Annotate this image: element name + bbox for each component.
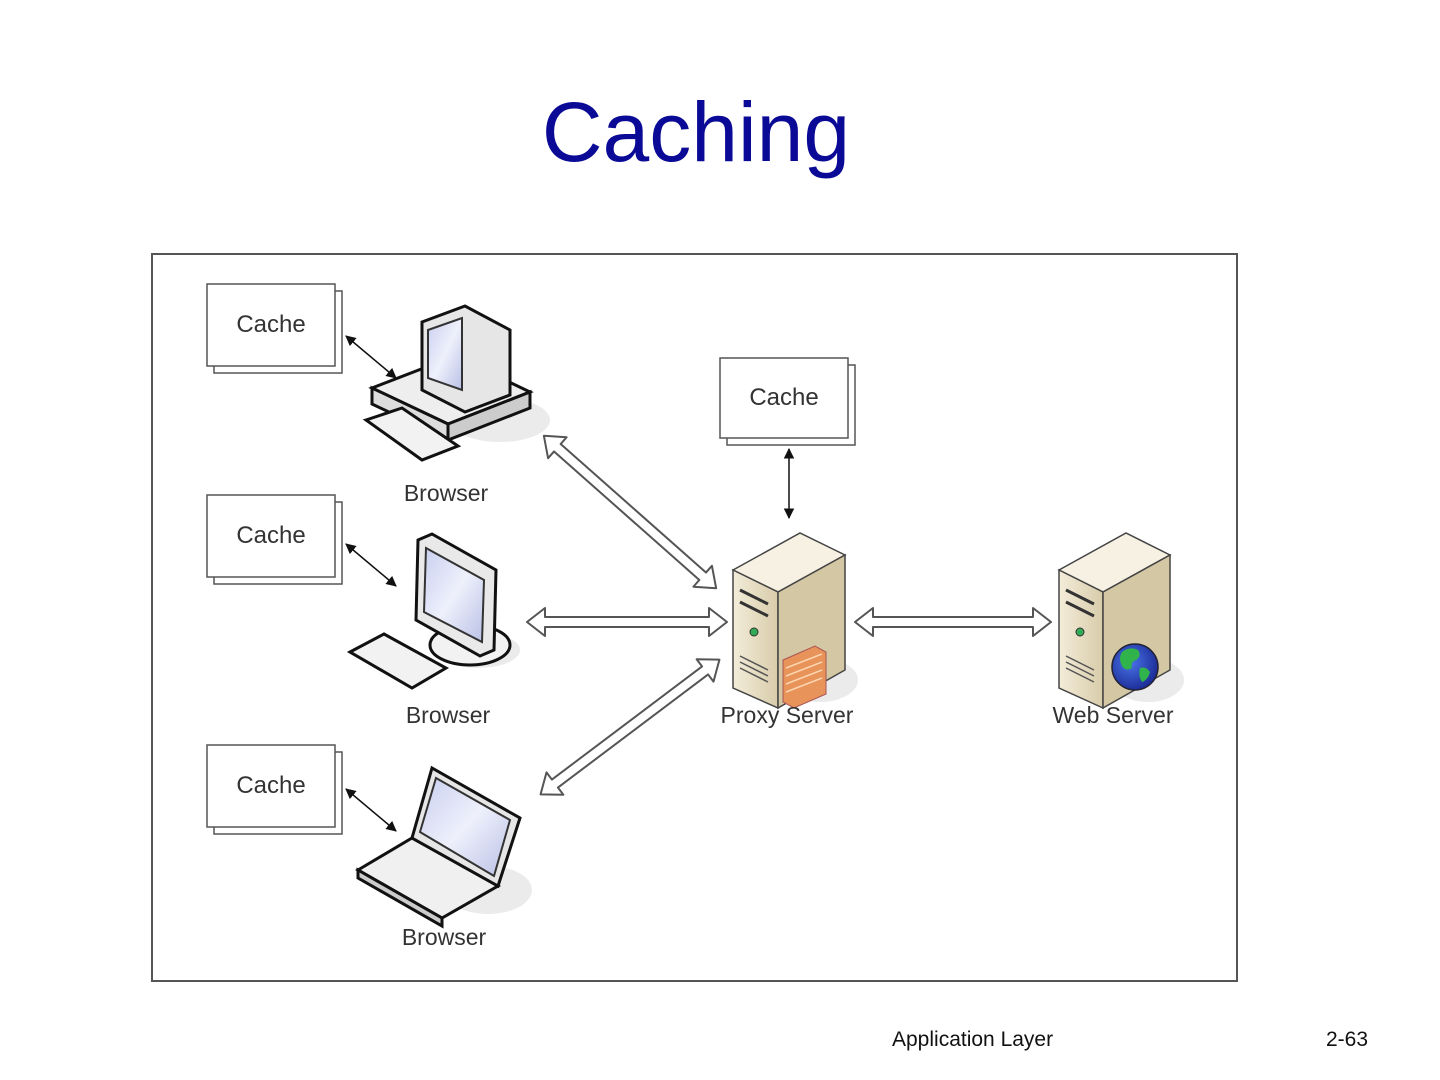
laptop-icon xyxy=(355,765,532,929)
desktop-computer-icon xyxy=(362,304,550,462)
cache-label: Cache xyxy=(236,772,305,799)
browser-label: Browser xyxy=(404,480,489,506)
web-server-globe-icon xyxy=(1057,532,1184,710)
browser-label: Browser xyxy=(402,924,487,950)
slide-title: Caching xyxy=(541,85,851,179)
cache-label: Cache xyxy=(236,311,305,338)
cache-box-3: Cache xyxy=(206,744,343,835)
proxy-server-label: Proxy Server xyxy=(721,702,854,728)
cache-link-arrow-3 xyxy=(345,788,397,832)
hollow-arrow-client1-proxy xyxy=(542,434,718,590)
hollow-arrow-proxy-webserver xyxy=(854,607,1052,637)
cache-label: Cache xyxy=(236,522,305,549)
proxy-server-firewall-icon xyxy=(731,532,858,710)
web-server-label: Web Server xyxy=(1052,702,1173,728)
cache-box-1: Cache xyxy=(206,283,343,374)
lcd-monitor-computer-icon xyxy=(346,532,520,690)
footer-page-number: 2-63 xyxy=(1326,1028,1369,1051)
browser-label: Browser xyxy=(406,702,491,728)
cache-label: Cache xyxy=(749,384,818,411)
cache-box-2: Cache xyxy=(206,494,343,585)
cache-link-arrow-2 xyxy=(345,543,397,587)
hollow-arrow-client2-proxy xyxy=(526,607,728,637)
cache-link-arrow-1 xyxy=(345,335,397,379)
hollow-arrow-client3-proxy xyxy=(539,658,721,796)
footer-section: Application Layer xyxy=(892,1028,1054,1051)
cache-box-proxy: Cache xyxy=(719,357,856,446)
